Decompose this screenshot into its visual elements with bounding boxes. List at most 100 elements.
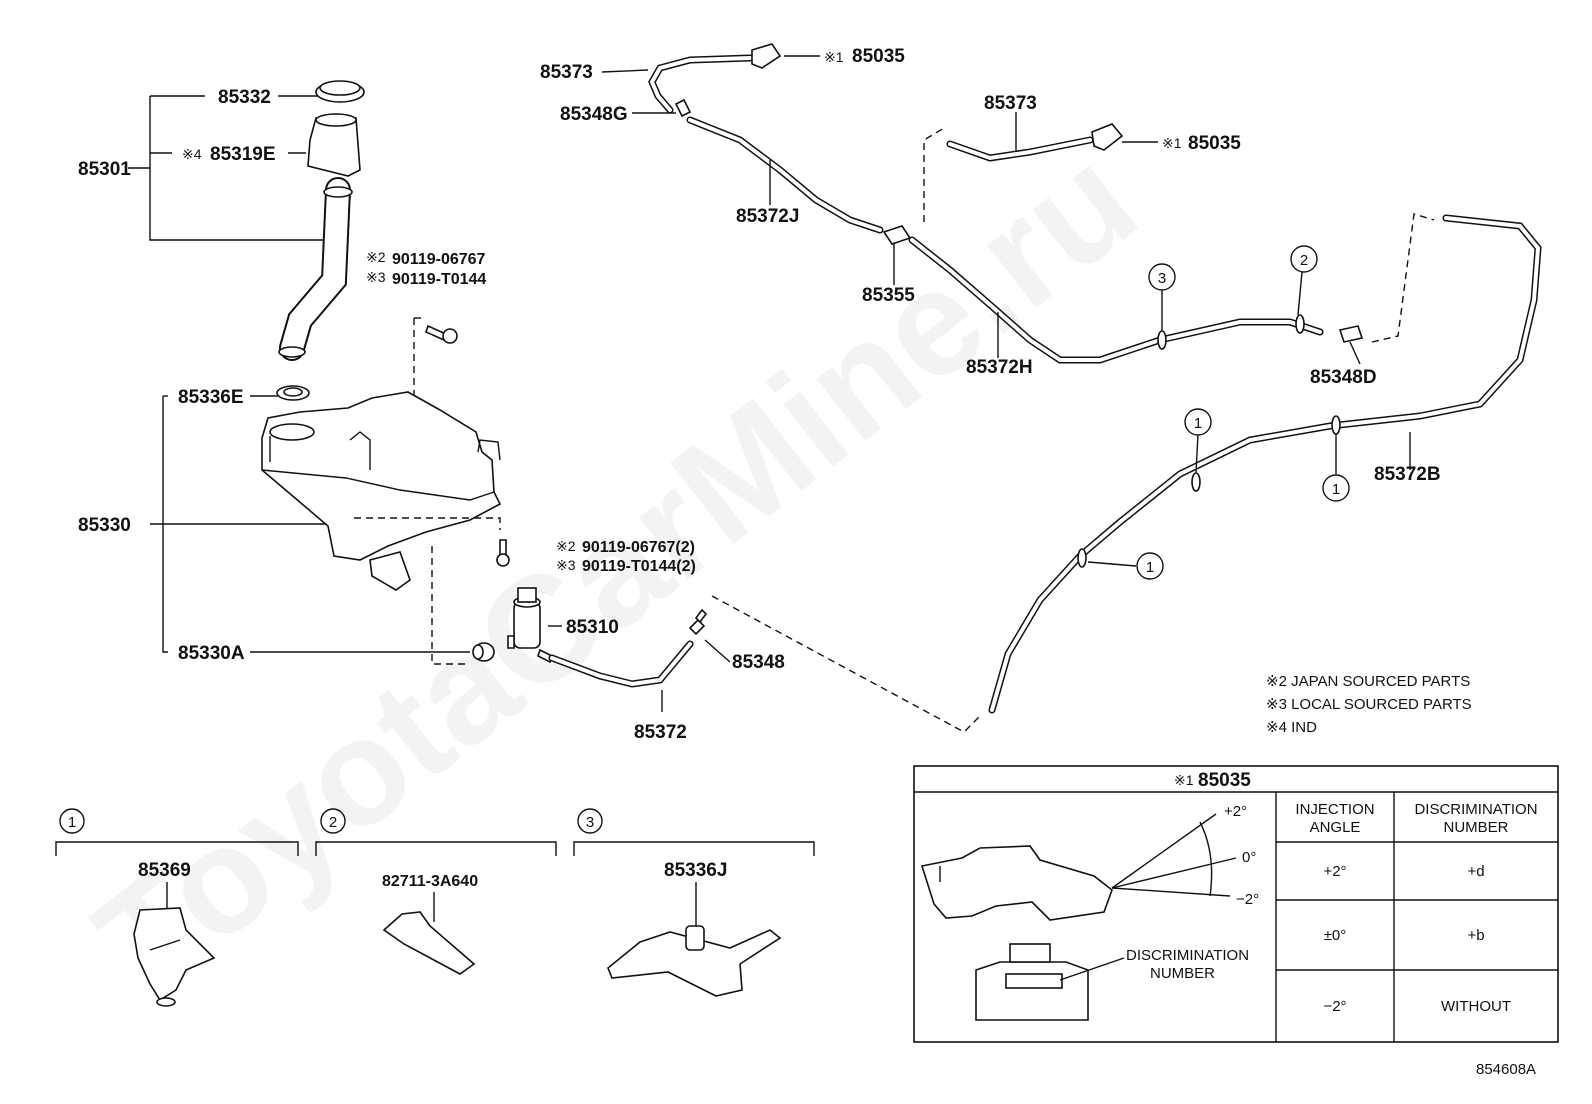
clip-1-mark-a xyxy=(1331,415,1341,435)
hose-85373-b xyxy=(948,138,1092,161)
row2-disc: +b xyxy=(1467,927,1484,944)
label-85372H: 85372H xyxy=(966,357,1033,378)
hose-85372B xyxy=(990,216,1541,712)
nozzle-85035-b xyxy=(1091,123,1124,151)
label-85369: 85369 xyxy=(138,860,191,881)
label-bolt-lower-1: 90119-06767(2) xyxy=(582,539,695,556)
disc-label-2: NUMBER xyxy=(1150,965,1215,982)
head-angle: ANGLE xyxy=(1310,819,1361,836)
label-85330: 85330 xyxy=(78,515,131,536)
angle-zero-label: 0° xyxy=(1242,849,1256,866)
label-85301: 85301 xyxy=(78,159,131,180)
hose-85373-a xyxy=(649,56,752,112)
label-bolt-upper-1: 90119-06767 xyxy=(392,251,486,268)
label-82711-3A640: 82711-3A640 xyxy=(382,873,478,890)
angle-plus-label: +2° xyxy=(1224,803,1247,820)
label-85035-a: 85035 xyxy=(852,46,905,67)
clip-2-mark xyxy=(1295,314,1305,334)
disc-label-1: DISCRIMINATION xyxy=(1126,947,1249,964)
row3-angle: −2° xyxy=(1323,998,1346,1015)
label-85330A: 85330A xyxy=(178,643,245,664)
label-85348D: 85348D xyxy=(1310,367,1377,388)
svg-text:3: 3 xyxy=(586,814,594,831)
note-local: ※3 LOCAL SOURCED PARTS xyxy=(1266,696,1472,713)
svg-text:※1: ※1 xyxy=(824,49,844,65)
pump-85310 xyxy=(507,587,553,664)
callout-1b: 1 xyxy=(1322,474,1350,502)
nozzle-table: ※1 85035 INJECTION ANGLE DISCRIMINATION … xyxy=(913,765,1559,1043)
label-85355: 85355 xyxy=(862,285,915,306)
svg-text:※1: ※1 xyxy=(1174,772,1194,788)
table-title: 85035 xyxy=(1198,770,1251,791)
nozzle-85035-a xyxy=(751,43,782,69)
callout-3: 3 xyxy=(1148,263,1176,291)
svg-text:※2: ※2 xyxy=(556,538,576,554)
note-ind: ※4 IND xyxy=(1266,719,1317,736)
label-85348G: 85348G xyxy=(560,104,628,125)
svg-text:3: 3 xyxy=(1158,270,1166,287)
cap-85332 xyxy=(315,80,365,103)
svg-text:※2: ※2 xyxy=(366,249,386,265)
svg-text:1: 1 xyxy=(1332,481,1340,498)
label-bolt-upper-2: 90119-T0144 xyxy=(392,271,486,288)
joint-85348G xyxy=(674,98,692,118)
callout-1c: 1 xyxy=(1136,552,1164,580)
label-85336E: 85336E xyxy=(178,387,244,408)
filler-85319E xyxy=(307,113,361,177)
head-discrimination: DISCRIMINATION xyxy=(1414,801,1537,818)
label-85372: 85372 xyxy=(634,722,687,743)
lower-bolt xyxy=(496,539,510,567)
svg-text:1: 1 xyxy=(68,814,76,831)
bracket-85301 xyxy=(149,96,330,241)
label-85319E: 85319E xyxy=(210,144,276,165)
row1-disc: +d xyxy=(1467,863,1484,880)
row3-disc: WITHOUT xyxy=(1441,998,1511,1015)
svg-text:※3: ※3 xyxy=(366,269,386,285)
hose-85372 xyxy=(550,642,692,687)
svg-text:2: 2 xyxy=(329,814,337,831)
hose-85372J xyxy=(688,118,882,232)
label-85336J: 85336J xyxy=(664,860,727,881)
note-japan: ※2 JAPAN SOURCED PARTS xyxy=(1266,673,1470,690)
hose-85372H xyxy=(910,238,1322,362)
label-85310: 85310 xyxy=(566,617,619,638)
svg-text:1: 1 xyxy=(1146,559,1154,576)
clip-detail-1: 1 85369 xyxy=(55,808,299,1007)
label-85372J: 85372J xyxy=(736,206,799,227)
label-bolt-lower-2: 90119-T0144(2) xyxy=(582,558,696,575)
label-85372B: 85372B xyxy=(1374,464,1441,485)
clip-1-mark-c xyxy=(1077,548,1087,568)
svg-text:2: 2 xyxy=(1300,252,1308,269)
svg-text:※3: ※3 xyxy=(556,557,576,573)
label-85332: 85332 xyxy=(218,87,271,108)
joint-85348D xyxy=(1338,325,1364,343)
clip-detail-2: 2 82711-3A640 xyxy=(315,808,557,975)
svg-text:※1: ※1 xyxy=(1162,135,1182,151)
label-85373-a: 85373 xyxy=(540,62,593,83)
clip-1-mark-b xyxy=(1191,472,1201,492)
tank-85330 xyxy=(261,391,502,591)
row2-angle: ±0° xyxy=(1324,927,1347,944)
head-injection: INJECTION xyxy=(1295,801,1374,818)
svg-text:1: 1 xyxy=(1194,415,1202,432)
filler-pipe xyxy=(278,177,353,361)
grommet-85336E xyxy=(276,385,310,401)
clip-3-mark xyxy=(1157,330,1167,350)
ref-code: 854608A xyxy=(1476,1061,1536,1078)
label-85348: 85348 xyxy=(732,652,785,673)
joint-85348 xyxy=(688,608,708,636)
row1-angle: +2° xyxy=(1323,863,1346,880)
upper-bolt xyxy=(425,324,458,344)
angle-minus-label: −2° xyxy=(1236,891,1259,908)
label-85373-b: 85373 xyxy=(984,93,1037,114)
clip-detail-3: 3 85336J xyxy=(573,808,815,997)
grommet-85330A xyxy=(472,642,495,662)
label-85035-b: 85035 xyxy=(1188,133,1241,154)
callout-1a: 1 xyxy=(1184,408,1212,436)
bracket-85330 xyxy=(162,396,168,653)
head-number: NUMBER xyxy=(1443,819,1508,836)
callout-2: 2 xyxy=(1290,245,1318,273)
mark-85319E: ※4 xyxy=(182,146,202,162)
